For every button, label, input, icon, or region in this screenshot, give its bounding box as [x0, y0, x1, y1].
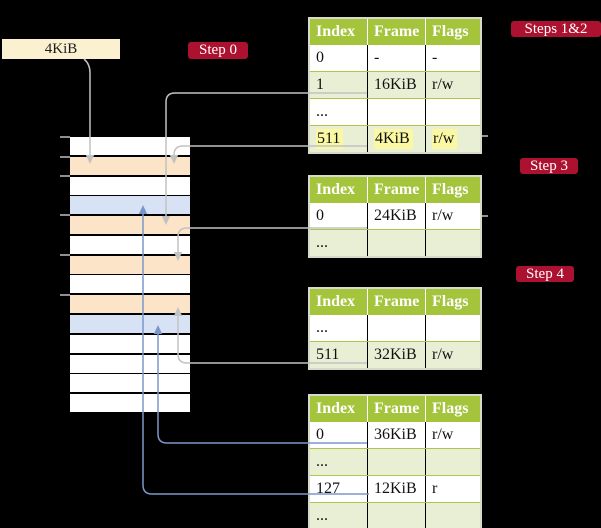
- memory-tick: [60, 156, 70, 158]
- highlighted-value: 511: [316, 129, 344, 149]
- memory-frame-row: [70, 295, 190, 314]
- memory-frame-row: [70, 176, 190, 195]
- memory-tick: [60, 136, 70, 138]
- table-cell: -: [425, 45, 480, 71]
- table-cell: [367, 99, 425, 125]
- column-header: Index: [316, 181, 356, 198]
- column-header: Index: [316, 293, 356, 310]
- table-cell: 0: [316, 207, 324, 224]
- table-row: 0 --: [310, 45, 480, 71]
- table-cell: ...: [316, 319, 328, 336]
- memory-frame-row: [70, 394, 190, 413]
- column-header: Index: [316, 400, 356, 417]
- table-row: ...: [310, 98, 480, 125]
- column-header: Flags: [425, 177, 480, 203]
- column-header: Frame: [367, 19, 425, 45]
- table-cell: -: [367, 45, 425, 71]
- table-cell: r/w: [425, 422, 480, 448]
- table-cell: [425, 449, 480, 475]
- memory-frame-row: [70, 196, 190, 215]
- page-size-box: 4KiB: [2, 39, 120, 59]
- highlighted-value: 4KiB: [374, 129, 413, 149]
- column-header: Index: [316, 23, 356, 40]
- table-cell: 12KiB: [367, 476, 425, 502]
- step-4-label: Step 4: [516, 266, 574, 282]
- table-cell: r/w: [425, 342, 480, 368]
- memory-frame-row: [70, 275, 190, 294]
- table-cell: ...: [316, 234, 328, 251]
- table-cell: [367, 449, 425, 475]
- table-cell: ...: [316, 103, 328, 120]
- table-row: ...: [310, 229, 480, 256]
- column-header: Frame: [367, 396, 425, 422]
- table-cell: 24KiB: [367, 203, 425, 229]
- memory-frame-row: [70, 235, 190, 254]
- table-row: ...: [310, 502, 480, 528]
- steps-1-2-label: Steps 1&2: [511, 21, 601, 37]
- table-cell: [425, 99, 480, 125]
- table-cell: r/w: [425, 203, 480, 229]
- table-row: ...: [310, 315, 480, 341]
- table-cell: r/w: [425, 126, 480, 152]
- memory-tick: [60, 214, 70, 216]
- table-cell: r/w: [425, 72, 480, 98]
- table-cell: [425, 315, 480, 341]
- step-3-label: Step 3: [520, 158, 578, 174]
- table-cell: 4KiB: [367, 126, 425, 152]
- table-cell: ...: [316, 507, 328, 524]
- table-cell: [367, 503, 425, 528]
- memory-frame-row: [70, 216, 190, 235]
- memory-frame-row: [70, 334, 190, 353]
- table-row: 511 4KiB r/w: [310, 125, 480, 152]
- table-cell: r: [425, 476, 480, 502]
- table-cell: 36KiB: [367, 422, 425, 448]
- table-cell: ...: [316, 453, 328, 470]
- table-cell: [367, 315, 425, 341]
- table-cell: 0: [316, 49, 324, 66]
- table-row: ...: [310, 448, 480, 475]
- highlighted-value: r/w: [432, 129, 458, 149]
- memory-frame-row: [70, 374, 190, 393]
- table-cell: 511: [316, 346, 340, 363]
- table-cell: 0: [316, 426, 324, 443]
- column-header: Frame: [367, 289, 425, 315]
- table-cell: 1: [316, 76, 324, 93]
- memory-tick: [60, 175, 70, 177]
- column-header: Flags: [425, 396, 480, 422]
- table-cell: [425, 230, 480, 256]
- memory-tick: [60, 254, 70, 256]
- table-cell: [425, 503, 480, 528]
- memory-frame-row: [70, 315, 190, 334]
- column-header: Flags: [425, 19, 480, 45]
- memory-frame-row: [70, 137, 190, 155]
- memory-frame-row: [70, 354, 190, 373]
- table-cell: 32KiB: [367, 342, 425, 368]
- memory-tick: [60, 294, 70, 296]
- column-header: Frame: [367, 177, 425, 203]
- memory-frame-row: [70, 156, 190, 175]
- physical-memory-strip: [70, 137, 190, 414]
- table-cell: 127: [316, 480, 340, 497]
- column-header: Flags: [425, 289, 480, 315]
- step-0-label: Step 0: [188, 42, 248, 59]
- table-cell: [367, 230, 425, 256]
- table-cell: 16KiB: [367, 72, 425, 98]
- memory-frame-row: [70, 255, 190, 274]
- table-cell: 511: [310, 126, 367, 152]
